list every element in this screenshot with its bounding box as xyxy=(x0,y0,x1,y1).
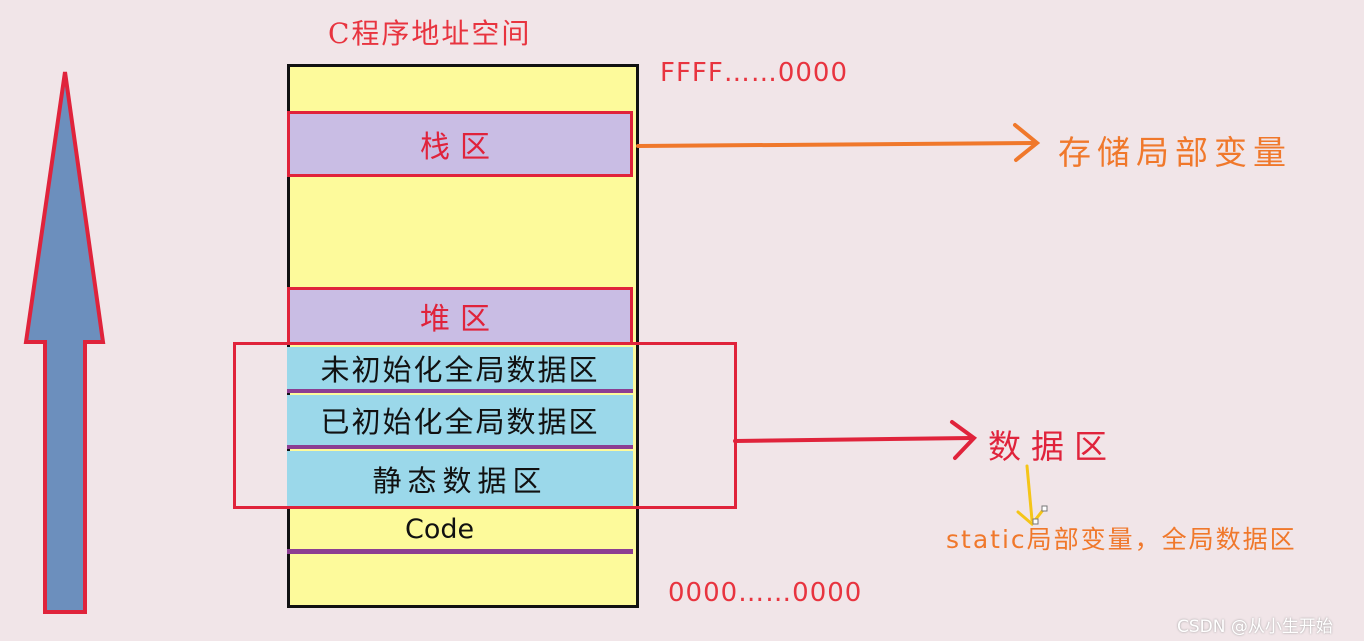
up-arrow-icon xyxy=(23,71,106,614)
data-area-arrow xyxy=(733,420,978,460)
code-region-label: Code xyxy=(405,514,475,545)
initialized-global-region: 已初始化全局数据区 xyxy=(287,395,633,449)
diagram-title: C程序地址空间 xyxy=(328,17,532,50)
stack-annotation: 存储局部变量 xyxy=(1058,133,1292,172)
selection-handle xyxy=(1041,505,1048,512)
static-annotation: static局部变量，全局数据区 xyxy=(946,525,1297,554)
stack-region-label: 栈区 xyxy=(420,130,500,165)
data-area-outline xyxy=(233,342,737,509)
static-data-region: 静态数据区 xyxy=(287,451,633,507)
static-data-label: 静态数据区 xyxy=(372,464,548,498)
stack-note-arrow xyxy=(636,123,1041,162)
address-high: FFFF……0000 xyxy=(660,58,848,88)
heap-region-label: 堆区 xyxy=(420,302,500,337)
stack-region: 栈区 xyxy=(287,111,633,177)
static-note-arrow xyxy=(1016,464,1045,527)
code-region-divider xyxy=(287,549,633,554)
heap-region: 堆区 xyxy=(287,287,633,345)
uninitialized-global-region: 未初始化全局数据区 xyxy=(287,347,633,393)
watermark: CSDN @从小生开始 xyxy=(1177,617,1333,637)
uninitialized-global-label: 未初始化全局数据区 xyxy=(320,353,600,387)
initialized-global-label: 已初始化全局数据区 xyxy=(320,405,600,439)
address-low: 0000……0000 xyxy=(668,578,863,608)
data-area-annotation: 数据区 xyxy=(988,427,1117,466)
